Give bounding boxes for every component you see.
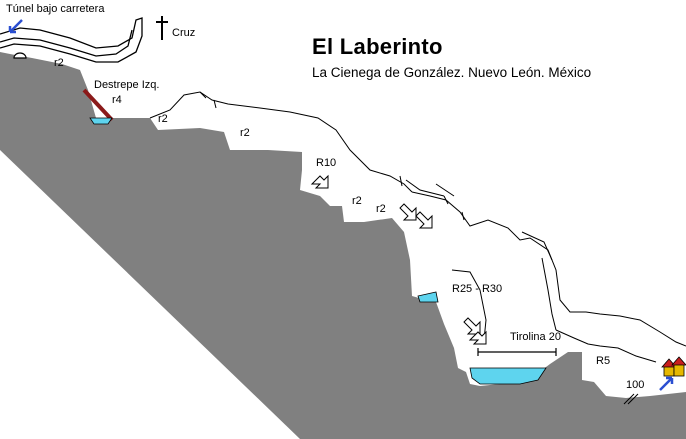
label-r2-a: r2 — [54, 57, 64, 69]
rappel-arrow-icon — [310, 174, 329, 189]
rim-lines — [149, 91, 686, 363]
label-r2-c: r2 — [240, 127, 250, 139]
pool-1 — [89, 117, 113, 125]
downclimb-label: Destrepe Izq. — [94, 79, 160, 91]
label-r2-d: r2 — [352, 195, 362, 207]
tunnel-portal — [13, 52, 27, 59]
road-tunnel — [0, 17, 143, 63]
house-icon — [661, 356, 686, 377]
cross-label: Cruz — [172, 27, 196, 39]
rappel-arrow-icon — [399, 203, 433, 229]
rappel-arrow-icon — [463, 317, 487, 345]
diagram-title: El Laberinto — [312, 34, 443, 59]
zipline — [477, 348, 557, 356]
downclimb-rope — [82, 88, 114, 122]
pool-3 — [469, 367, 547, 385]
entry-arrow-icon — [8, 19, 23, 34]
label-r2-b: r2 — [158, 113, 168, 125]
diagram-subtitle: La Cienega de González. Nuevo León. Méxi… — [312, 65, 592, 80]
pool-2 — [417, 291, 439, 303]
label-r10: R10 — [316, 157, 337, 169]
label-r25-r30: R25 - R30 — [452, 283, 503, 295]
zipline-label: Tirolina 20 — [510, 331, 561, 343]
tunnel-label: Túnel bajo carretera — [6, 3, 105, 15]
label-r5: R5 — [596, 355, 611, 367]
distance-label: 100 — [626, 379, 645, 391]
exit-arrow-icon — [659, 376, 674, 391]
label-r4: r4 — [112, 94, 122, 106]
distance-marker — [623, 393, 639, 405]
label-r2-e: r2 — [376, 203, 386, 215]
cross-icon — [156, 16, 168, 40]
rock-mass — [0, 52, 686, 439]
